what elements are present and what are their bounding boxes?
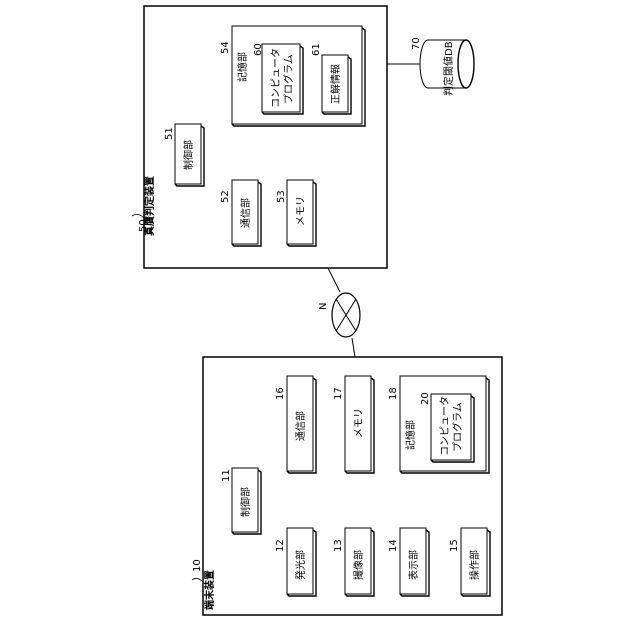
light-emitter-label: 発光部 <box>294 550 307 580</box>
term-program-ref: 20 <box>420 392 431 405</box>
term-program-box <box>431 394 471 460</box>
threshold-db-label: 判定閾値DB <box>442 41 455 96</box>
network: N <box>318 293 360 337</box>
term-comm-ref: 16 <box>275 387 286 400</box>
term-comm-label: 通信部 <box>294 411 307 441</box>
authenticity-device: 真贋判定装置 50 制御部 51 通信部 52 メモリ 53 記憶部 54 コン… <box>132 6 387 268</box>
auth-program-label-1: コンピュータ <box>270 48 282 108</box>
term-program-label-1: コンピュータ <box>439 396 451 456</box>
imaging-label: 撮像部 <box>352 550 365 580</box>
term-storage-label: 記憶部 <box>404 420 417 450</box>
network-label: N <box>318 303 329 310</box>
auth-program-label-2: プログラム <box>282 54 295 104</box>
answer-info-label: 正解情報 <box>329 64 342 104</box>
operation-label: 操作部 <box>468 550 481 580</box>
auth-memory-label: メモリ <box>296 196 307 226</box>
authenticity-device-ref: 50 <box>138 219 149 232</box>
operation-ref: 15 <box>449 539 460 552</box>
auth-comm-ref: 52 <box>220 190 231 203</box>
light-emitter-ref: 12 <box>275 539 286 552</box>
threshold-db-ref: 70 <box>411 37 422 50</box>
auth-comm-label: 通信部 <box>239 198 252 228</box>
terminal-device: 端末装置 10 制御部 11 通信部 16 メモリ 17 記憶部 18 コンピュ… <box>192 357 502 615</box>
auth-storage-ref: 54 <box>220 41 231 54</box>
term-control-label: 制御部 <box>239 487 252 517</box>
auth-memory-ref: 53 <box>276 190 287 203</box>
term-memory-label: メモリ <box>354 408 365 438</box>
answer-info-ref: 61 <box>311 43 322 56</box>
term-program-label-2: プログラム <box>451 402 464 452</box>
auth-control-label: 制御部 <box>182 140 195 170</box>
term-memory-ref: 17 <box>333 387 344 400</box>
term-storage-ref: 18 <box>388 387 399 400</box>
auth-program-ref: 60 <box>253 43 264 56</box>
threshold-db: 判定閾値DB 70 <box>411 37 474 96</box>
display-ref: 14 <box>388 539 399 552</box>
imaging-ref: 13 <box>333 539 344 552</box>
auth-control-ref: 51 <box>164 127 175 140</box>
term-control-ref: 11 <box>221 469 232 482</box>
display-label: 表示部 <box>407 550 420 580</box>
terminal-device-title: 端末装置 <box>203 570 216 610</box>
terminal-device-ref: 10 <box>192 559 203 572</box>
auth-storage-label: 記憶部 <box>236 52 249 82</box>
